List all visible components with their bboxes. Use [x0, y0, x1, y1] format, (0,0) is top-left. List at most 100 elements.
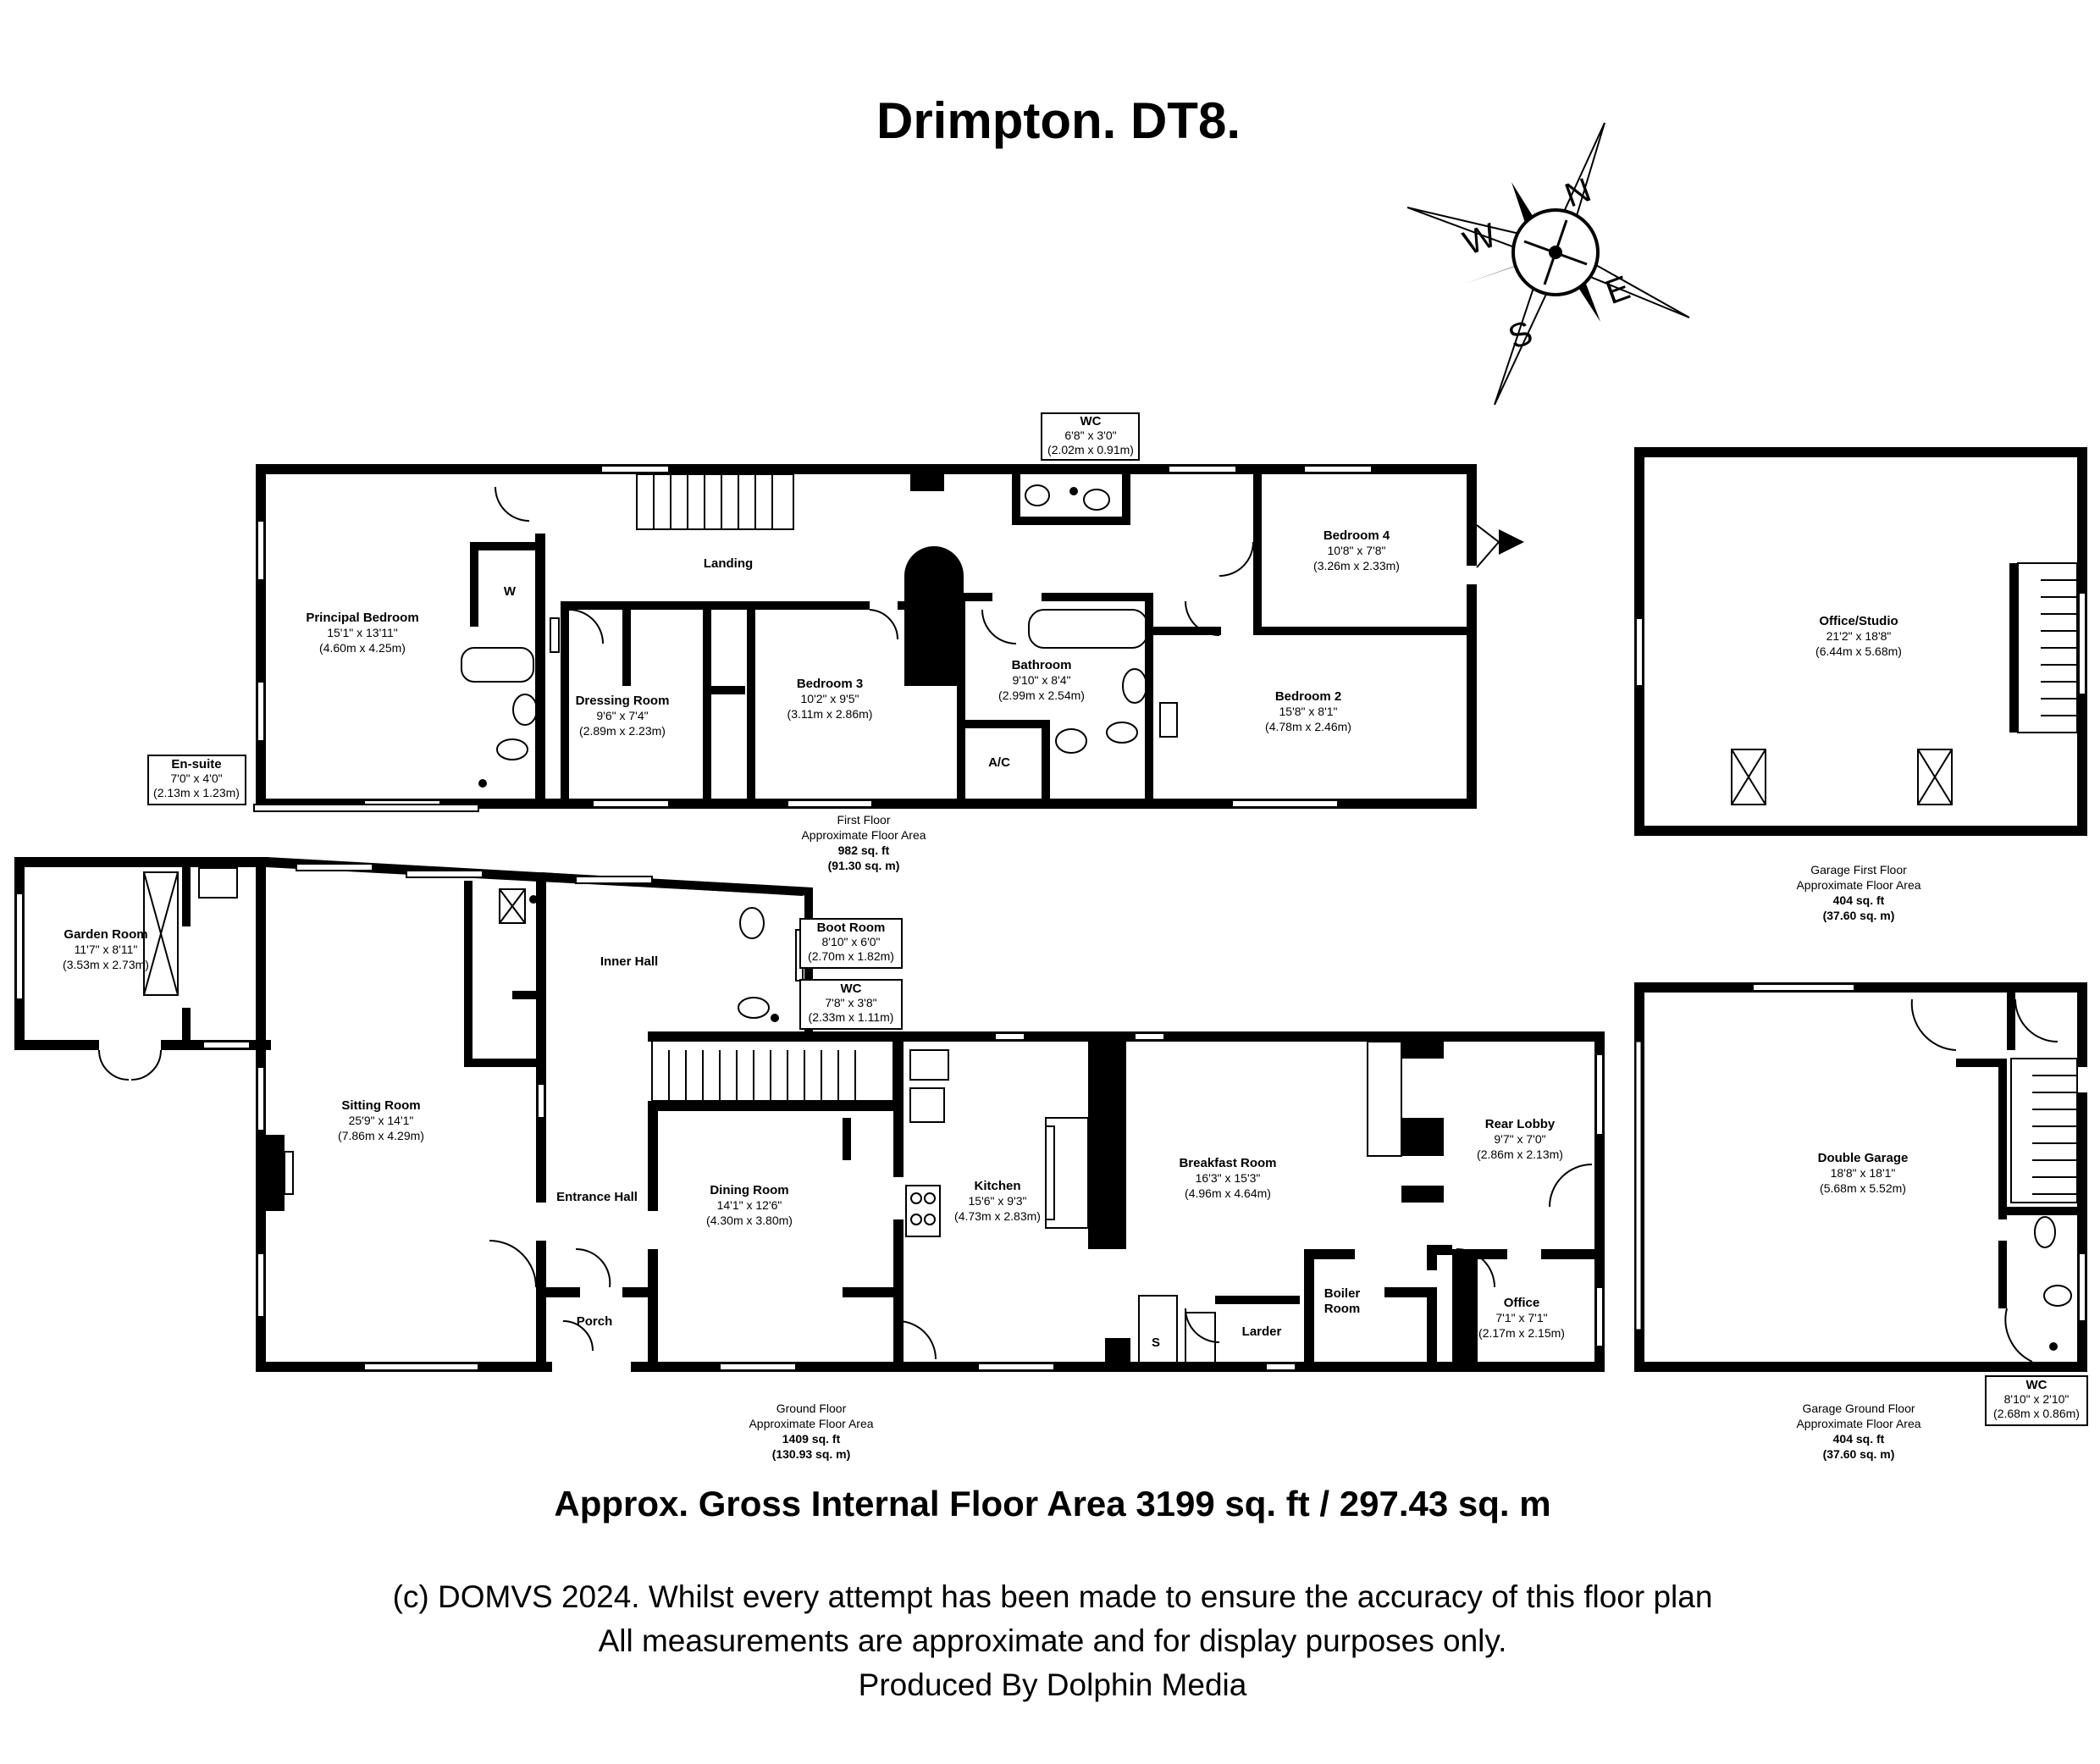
garage-first-floor-plan: [1634, 447, 2087, 836]
svg-text:(4.30m x 3.80m): (4.30m x 3.80m): [706, 1214, 793, 1227]
svg-text:18'8" x 18'1": 18'8" x 18'1": [1831, 1166, 1896, 1180]
room-wc-first: WC 6'8" x 3'0" (2.02m x 0.91m): [1041, 412, 1140, 461]
svg-text:6'8" x 3'0": 6'8" x 3'0": [1064, 429, 1116, 442]
svg-text:404 sq. ft: 404 sq. ft: [1833, 1432, 1885, 1446]
room-office: Office 7'1" x 7'1" (2.17m x 2.15m): [1478, 1296, 1565, 1340]
svg-text:WC: WC: [2026, 1378, 2048, 1392]
svg-text:Bedroom 3: Bedroom 3: [797, 677, 863, 691]
room-breakfast-room: Breakfast Room 16'3" x 15'3" (4.96m x 4.…: [1179, 1156, 1276, 1200]
svg-text:8'10" x 2'10": 8'10" x 2'10": [2004, 1392, 2070, 1406]
svg-text:(130.93 sq. m): (130.93 sq. m): [772, 1447, 851, 1461]
room-store: S: [1152, 1335, 1160, 1350]
svg-text:Kitchen: Kitchen: [974, 1179, 1020, 1193]
svg-text:Breakfast Room: Breakfast Room: [1179, 1156, 1276, 1170]
room-dining-room: Dining Room 14'1" x 12'6" (4.30m x 3.80m…: [706, 1183, 793, 1227]
svg-text:9'10" x 8'4": 9'10" x 8'4": [1013, 673, 1071, 687]
svg-text:Approximate Floor Area: Approximate Floor Area: [1796, 878, 1920, 892]
svg-text:Rear Lobby: Rear Lobby: [1485, 1117, 1556, 1131]
svg-text:21'2" x 18'8": 21'2" x 18'8": [1826, 629, 1892, 643]
room-ensuite: En-suite 7'0" x 4'0" (2.13m x 1.23m): [147, 755, 246, 805]
svg-text:Principal Bedroom: Principal Bedroom: [306, 611, 418, 625]
svg-text:(2.02m x 0.91m): (2.02m x 0.91m): [1047, 443, 1134, 456]
svg-text:(3.53m x 2.73m): (3.53m x 2.73m): [63, 958, 149, 971]
room-bedroom2: Bedroom 2 15'8" x 8'1" (4.78m x 2.46m): [1265, 689, 1351, 733]
svg-text:Garage First Floor: Garage First Floor: [1810, 863, 1907, 876]
svg-text:(2.13m x 1.23m): (2.13m x 1.23m): [153, 786, 240, 799]
footer-line-3: Produced By Dolphin Media: [859, 1667, 1247, 1702]
page-title: Drimpton. DT8.: [876, 92, 1241, 149]
room-landing: Landing: [704, 556, 753, 571]
room-bedroom4: Bedroom 4 10'8" x 7'8" (3.26m x 2.33m): [1313, 528, 1400, 572]
ground-floor-plan: [14, 857, 1605, 1372]
svg-text:(6.44m x 5.68m): (6.44m x 5.68m): [1815, 644, 1902, 658]
first-floor-plan: [253, 464, 1524, 812]
room-bathroom: Bathroom 9'10" x 8'4" (2.99m x 2.54m): [998, 658, 1085, 702]
room-dressing-room: Dressing Room 9'6" x 7'4" (2.89m x 2.23m…: [576, 694, 670, 738]
svg-text:982 sq. ft: 982 sq. ft: [838, 843, 890, 857]
svg-text:8'10" x 6'0": 8'10" x 6'0": [822, 935, 881, 948]
room-wc-garage: WC 8'10" x 2'10" (2.68m x 0.86m): [1985, 1375, 2088, 1426]
svg-text:(7.86m x 4.29m): (7.86m x 4.29m): [338, 1129, 424, 1142]
svg-text:11'7" x 8'11": 11'7" x 8'11": [75, 943, 138, 956]
svg-text:Bedroom 4: Bedroom 4: [1324, 528, 1390, 543]
gross-floor-area: Approx. Gross Internal Floor Area 3199 s…: [554, 1484, 1550, 1523]
svg-text:Double Garage: Double Garage: [1818, 1151, 1909, 1165]
garage-ground-floor-area: Garage Ground Floor Approximate Floor Ar…: [1796, 1402, 1920, 1461]
svg-text:Sitting Room: Sitting Room: [341, 1098, 420, 1113]
svg-text:WC: WC: [841, 982, 862, 996]
svg-text:(2.17m x 2.15m): (2.17m x 2.15m): [1478, 1326, 1565, 1340]
svg-text:(2.99m x 2.54m): (2.99m x 2.54m): [998, 688, 1085, 702]
svg-text:Office: Office: [1504, 1296, 1540, 1310]
svg-text:Approximate Floor Area: Approximate Floor Area: [749, 1417, 873, 1430]
svg-text:Ground Floor: Ground Floor: [776, 1402, 847, 1415]
garage-first-floor-area: Garage First Floor Approximate Floor Are…: [1796, 863, 1920, 922]
svg-text:7'1" x 7'1": 7'1" x 7'1": [1495, 1311, 1547, 1324]
svg-text:Dining Room: Dining Room: [710, 1183, 788, 1197]
svg-text:(2.70m x 1.82m): (2.70m x 1.82m): [808, 949, 894, 963]
svg-text:14'1" x 12'6": 14'1" x 12'6": [717, 1198, 782, 1212]
footer-line-2: All measurements are approximate and for…: [599, 1623, 1507, 1658]
svg-text:1409 sq. ft: 1409 sq. ft: [782, 1432, 841, 1446]
room-bedroom3: Bedroom 3 10'2" x 9'5" (3.11m x 2.86m): [788, 677, 873, 721]
svg-text:(4.60m x 4.25m): (4.60m x 4.25m): [319, 641, 406, 655]
svg-text:Approximate Floor Area: Approximate Floor Area: [1796, 1417, 1920, 1430]
room-wardrobe: W: [504, 584, 517, 599]
svg-text:Room: Room: [1324, 1302, 1361, 1316]
room-double-garage: Double Garage 18'8" x 18'1" (5.68m x 5.5…: [1818, 1151, 1909, 1195]
svg-text:7'0" x 4'0": 7'0" x 4'0": [170, 771, 222, 785]
svg-text:WC: WC: [1080, 414, 1102, 429]
svg-text:Boiler: Boiler: [1324, 1286, 1361, 1301]
room-inner-hall: Inner Hall: [600, 954, 658, 969]
room-wc-ground: WC 7'8" x 3'8" (2.33m x 1.11m): [799, 979, 903, 1030]
ground-floor-area: Ground Floor Approximate Floor Area 1409…: [749, 1402, 873, 1461]
svg-text:9'7" x 7'0": 9'7" x 7'0": [1494, 1132, 1545, 1146]
svg-text:Dressing Room: Dressing Room: [576, 694, 670, 708]
room-larder: Larder: [1242, 1324, 1282, 1339]
svg-text:(2.89m x 2.23m): (2.89m x 2.23m): [579, 724, 666, 738]
svg-text:10'2" x 9'5": 10'2" x 9'5": [801, 692, 859, 705]
svg-text:10'8" x 7'8": 10'8" x 7'8": [1328, 544, 1386, 557]
garage-ground-floor-plan: [1634, 982, 2087, 1372]
room-kitchen: Kitchen 15'6" x 9'3" (4.73m x 2.83m): [954, 1179, 1041, 1223]
svg-text:(4.78m x 2.46m): (4.78m x 2.46m): [1265, 720, 1351, 733]
svg-text:(4.96m x 4.64m): (4.96m x 4.64m): [1185, 1186, 1271, 1200]
svg-text:Garage Ground Floor: Garage Ground Floor: [1802, 1402, 1915, 1415]
room-garden-room: Garden Room 11'7" x 8'11" (3.53m x 2.73m…: [63, 927, 149, 971]
svg-text:(37.60 sq. m): (37.60 sq. m): [1823, 1447, 1895, 1461]
svg-text:25'9" x 14'1": 25'9" x 14'1": [349, 1114, 414, 1127]
svg-text:First Floor: First Floor: [837, 813, 891, 827]
svg-text:(3.26m x 2.33m): (3.26m x 2.33m): [1313, 559, 1400, 572]
room-porch: Porch: [577, 1314, 613, 1329]
svg-text:15'1" x 13'11": 15'1" x 13'11": [327, 626, 398, 639]
room-principal-bedroom: Principal Bedroom 15'1" x 13'11" (4.60m …: [306, 611, 418, 655]
svg-text:Garden Room: Garden Room: [64, 927, 147, 942]
svg-text:(3.11m x 2.86m): (3.11m x 2.86m): [788, 707, 873, 721]
footer-line-1: (c) DOMVS 2024. Whilst every attempt has…: [393, 1579, 1713, 1614]
svg-text:En-suite: En-suite: [171, 757, 221, 771]
svg-text:(37.60 sq. m): (37.60 sq. m): [1823, 909, 1895, 922]
first-floor-area: First Floor Approximate Floor Area 982 s…: [801, 813, 926, 872]
svg-text:(2.33m x 1.11m): (2.33m x 1.11m): [809, 1010, 894, 1024]
svg-text:Bathroom: Bathroom: [1012, 658, 1072, 672]
svg-text:Office/Studio: Office/Studio: [1819, 614, 1898, 628]
